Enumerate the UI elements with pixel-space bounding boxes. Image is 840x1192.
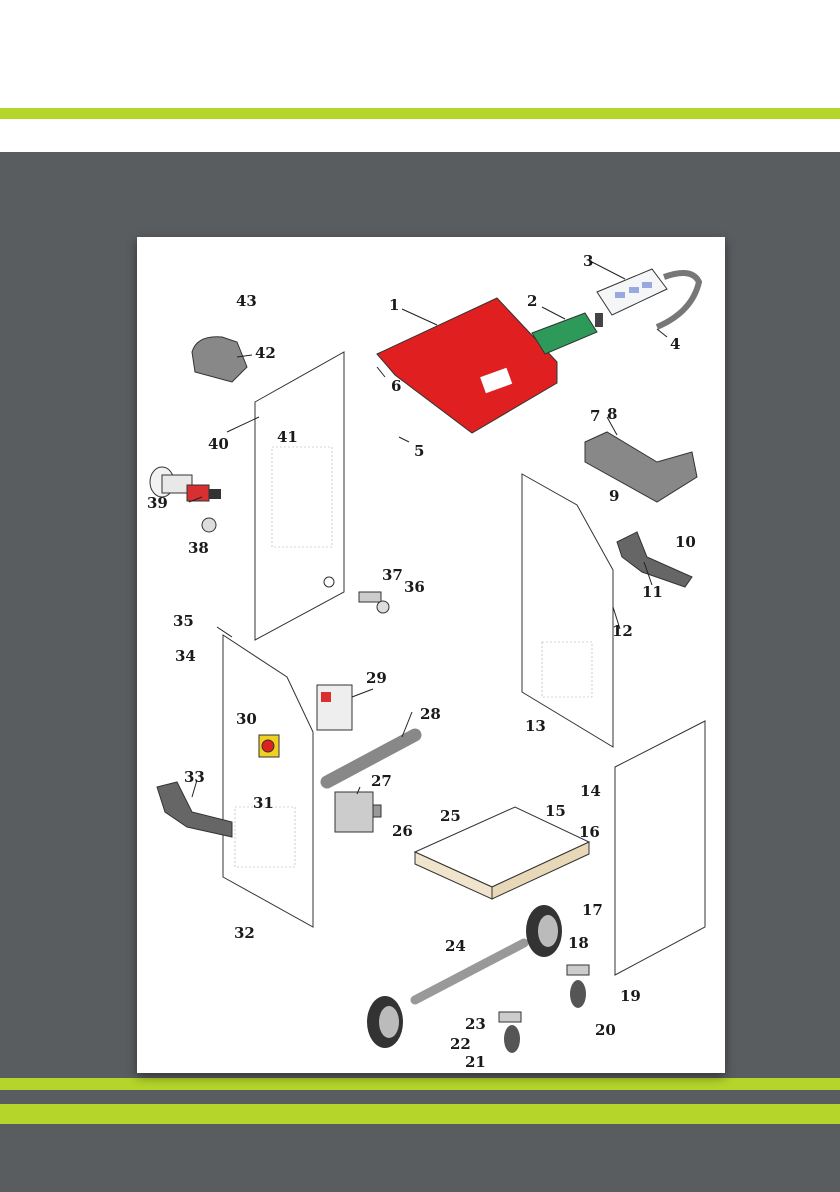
part-label-41: 41 <box>277 428 298 446</box>
caster-part <box>499 965 589 1053</box>
part-label-6: 6 <box>391 377 401 395</box>
part-label-27: 27 <box>371 772 392 790</box>
part-label-34: 34 <box>175 647 196 665</box>
part-label-22: 22 <box>450 1035 471 1053</box>
part-label-20: 20 <box>595 1021 616 1039</box>
part-label-4: 4 <box>670 335 680 353</box>
exploded-view-sheet: 1 2 3 4 5 6 7 8 9 10 11 12 13 14 15 16 1… <box>137 237 725 1073</box>
clamp-part <box>192 337 247 382</box>
part-label-16: 16 <box>579 823 600 841</box>
part-label-18: 18 <box>568 934 589 952</box>
part-label-29: 29 <box>366 669 387 687</box>
part-label-40: 40 <box>208 435 229 453</box>
part-label-26: 26 <box>392 822 413 840</box>
control-board-part <box>532 313 603 354</box>
exploded-parts-diagram: 1 2 3 4 5 6 7 8 9 10 11 12 13 14 15 16 1… <box>137 237 725 1073</box>
part-label-33: 33 <box>184 768 205 786</box>
remote-control-part <box>597 269 699 327</box>
part-label-43: 43 <box>236 292 257 310</box>
part-label-7: 7 <box>590 407 600 425</box>
circuit-breaker-part <box>317 685 352 730</box>
part-label-28: 28 <box>420 705 441 723</box>
part-label-37: 37 <box>382 566 403 584</box>
part-label-10: 10 <box>675 533 696 551</box>
part-label-23: 23 <box>465 1015 486 1033</box>
part-label-3: 3 <box>583 252 593 270</box>
part-label-17: 17 <box>582 901 603 919</box>
bottom-accent-bar-1 <box>0 1078 840 1090</box>
relay-box-part <box>335 792 381 832</box>
page-header-blank <box>0 0 840 108</box>
top-accent-bar <box>0 108 840 119</box>
part-label-2: 2 <box>527 292 537 310</box>
part-label-36: 36 <box>404 578 425 596</box>
part-label-15: 15 <box>545 802 566 820</box>
part-label-35: 35 <box>173 612 194 630</box>
rear-panel-part <box>255 352 344 640</box>
top-cover-part <box>377 298 557 433</box>
part-label-12: 12 <box>612 622 633 640</box>
part-label-24: 24 <box>445 937 466 955</box>
part-label-5: 5 <box>414 442 424 460</box>
part-label-31: 31 <box>253 794 274 812</box>
part-label-21: 21 <box>465 1053 486 1071</box>
part-label-38: 38 <box>188 539 209 557</box>
part-label-32: 32 <box>234 924 255 942</box>
part-label-30: 30 <box>236 710 257 728</box>
part-label-42: 42 <box>255 344 276 362</box>
part-label-39: 39 <box>147 494 168 512</box>
part-label-1: 1 <box>389 296 399 314</box>
part-label-9: 9 <box>609 487 619 505</box>
part-label-11: 11 <box>642 583 663 601</box>
fitting-part <box>359 592 389 613</box>
part-label-25: 25 <box>440 807 461 825</box>
part-label-13: 13 <box>525 717 546 735</box>
part-label-8: 8 <box>607 405 617 423</box>
mounting-bracket-part <box>585 432 697 502</box>
part-label-14: 14 <box>580 782 601 800</box>
front-panel-part <box>615 721 705 975</box>
left-side-panel-part <box>223 635 313 927</box>
axle-part <box>415 943 524 1000</box>
part-label-19: 19 <box>620 987 641 1005</box>
right-side-panel-part <box>522 474 613 747</box>
nut-part <box>202 518 216 532</box>
bottom-accent-bar-2 <box>0 1104 840 1124</box>
